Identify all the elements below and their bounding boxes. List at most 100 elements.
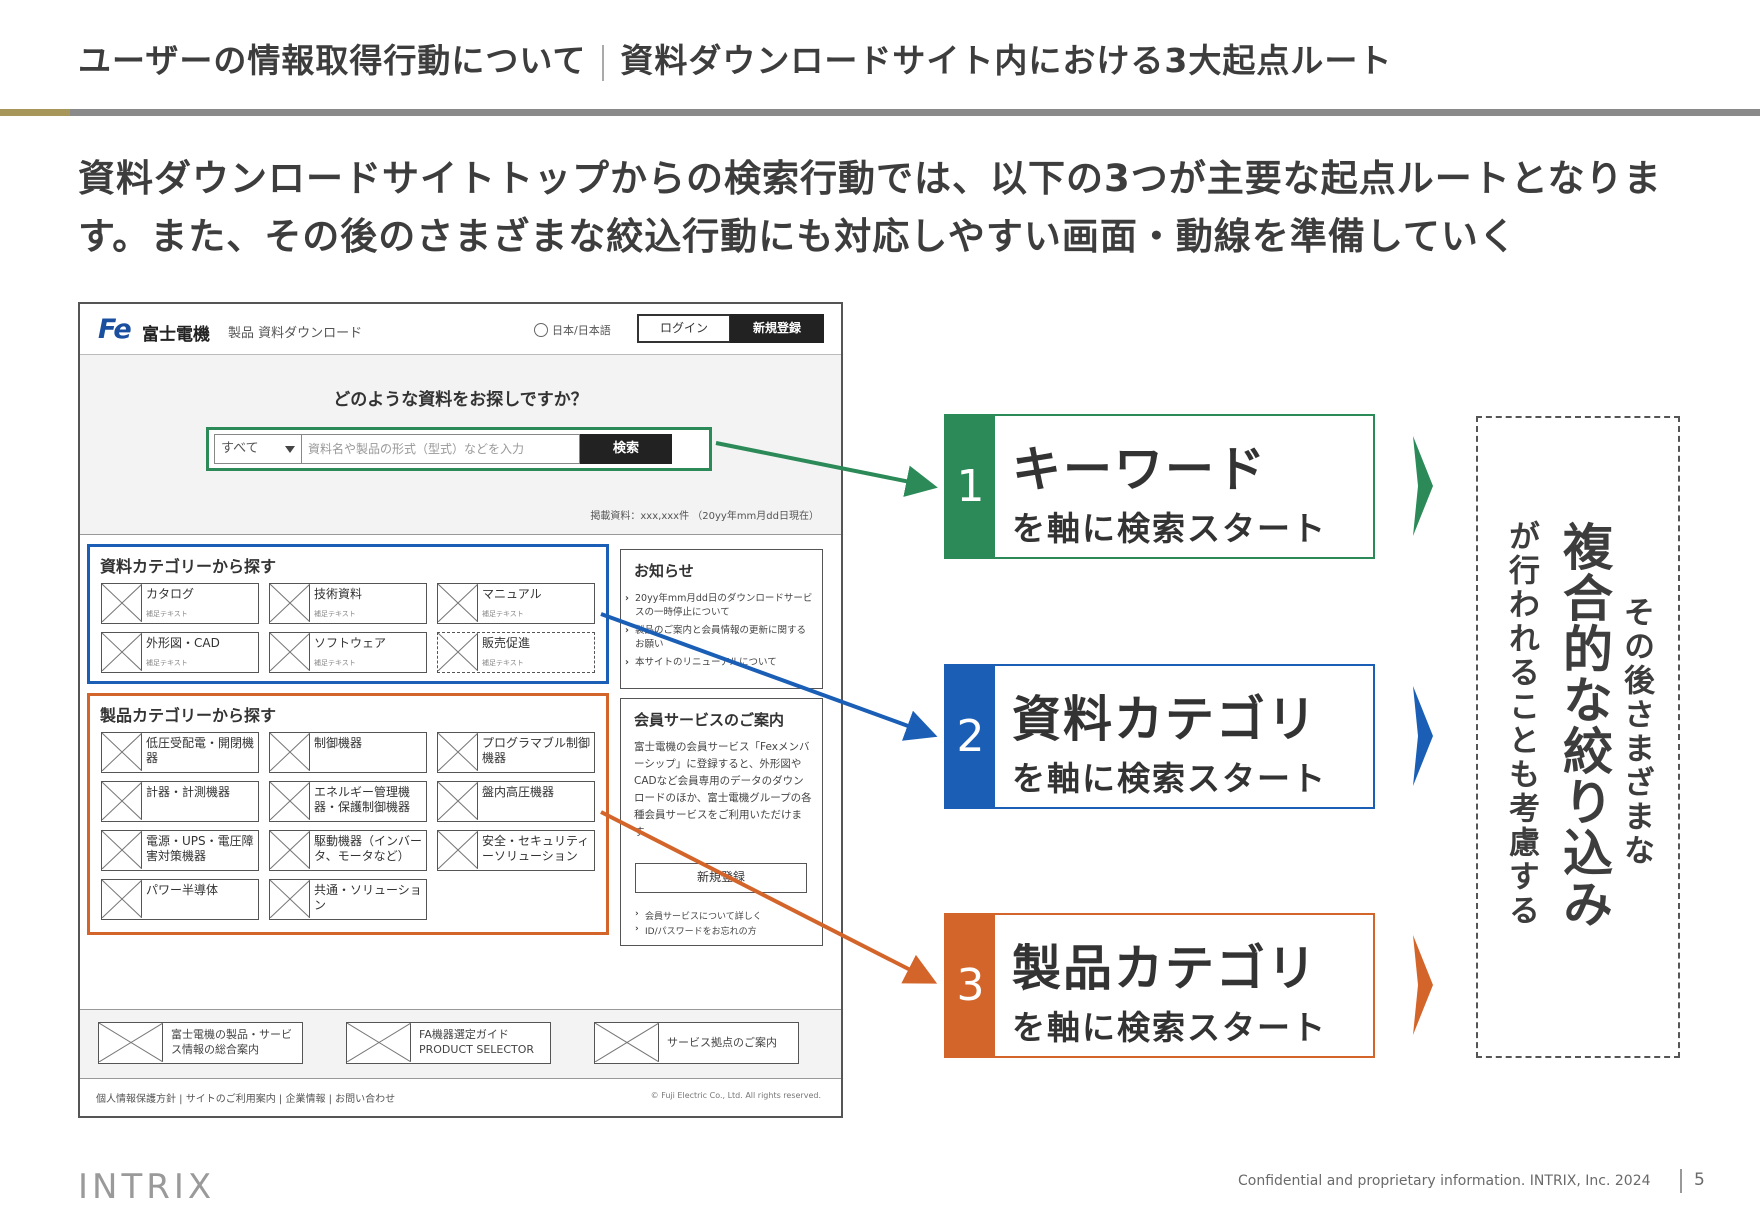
tile-label: 技術資料 [314,587,363,601]
member-info-link[interactable]: 会員サービスについて詳しく [635,909,762,922]
footer-tile[interactable]: サービス拠点のご案内 [594,1022,799,1064]
product-category-tile[interactable]: 低圧受配電・開閉機器 [101,732,259,773]
product-category-section: 製品カテゴリーから探す 低圧受配電・開閉機器制御機器プログラマブル制御機器計器・… [87,693,609,935]
tile-note: 補足テキスト [482,610,524,618]
tile-note: 補足テキスト [146,610,188,618]
language-label: 日本/日本語 [552,324,611,337]
tile-label: 計器・計測機器 [146,785,231,799]
image-placeholder-icon [99,1023,164,1063]
chevron-right-icon [1413,686,1433,786]
hero-question: どのような資料をお探しですか？ [333,390,588,410]
product-category-tile[interactable]: 制御機器 [269,732,427,773]
image-placeholder-icon [102,782,142,820]
image-placeholder-icon [438,782,478,820]
confidential-note: Confidential and proprietary information… [1238,1173,1651,1189]
image-placeholder-icon [102,831,142,869]
header-rule [0,109,1760,116]
search-input[interactable]: 資料名や製品の形式（型式）などを入力 [302,434,580,464]
news-item[interactable]: 20yy年mm月dd日のダウンロードサービスの一時停止について [625,592,815,620]
brand-name: 富士電機 [142,325,210,345]
result-box: その後さまざまな 複合的な絞り込み が行われることも考慮する [1476,416,1680,1058]
doc-category-tile[interactable]: 技術資料補足テキスト [269,583,427,624]
site-mockup: Fe 富士電機 製品 資料ダウンロード 日本/日本語 ログイン 新規登録 どのよ… [78,302,843,1118]
product-category-tile[interactable]: 計器・計測機器 [101,781,259,822]
member-title: 会員サービスのご案内 [634,711,785,729]
image-placeholder-icon [102,733,142,771]
tile-label: 安全・セキュリティーソリューション [482,834,590,863]
tile-label: プログラマブル制御機器 [482,736,591,765]
doc-category-tile[interactable]: マニュアル補足テキスト [437,583,595,624]
product-category-tile[interactable]: プログラマブル制御機器 [437,732,595,773]
doc-category-tile[interactable]: 販売促進補足テキスト [437,632,595,673]
image-placeholder-icon [438,831,478,869]
tile-note: 補足テキスト [482,659,524,667]
arrow-doc-category [600,612,938,741]
slide-title: ユーザーの情報取得行動について資料ダウンロードサイト内における3大起点ルート [78,34,1392,82]
header-rule-accent [0,109,70,116]
doc-category-title: 資料カテゴリーから探す [100,557,277,576]
product-category-tile[interactable]: パワー半導体 [101,879,259,920]
tile-note: 補足テキスト [314,659,356,667]
image-placeholder-icon [102,633,142,671]
product-category-tile[interactable]: 駆動機器（インバータ、モータなど） [269,830,427,871]
product-category-tile[interactable]: 電源・UPS・電圧障害対策機器 [101,830,259,871]
forgot-password-link[interactable]: ID/パスワードをお忘れの方 [635,924,757,937]
tile-label: 盤内高圧機器 [482,785,555,799]
globe-icon [534,323,548,337]
tile-label: カタログ [146,587,195,601]
tile-note: 補足テキスト [314,610,356,618]
image-placeholder-icon [102,880,142,918]
image-placeholder-icon [270,633,310,671]
image-placeholder-icon [270,733,310,771]
slide-title-main: ユーザーの情報取得行動について [78,41,587,80]
product-category-tile[interactable]: 盤内高圧機器 [437,781,595,822]
tile-label: 販売促進 [482,636,531,650]
image-placeholder-icon [270,831,310,869]
site-name: 製品 資料ダウンロード [228,326,363,341]
route-doc-category: 2 資料カテゴリ を軸に検索スタート [944,664,1375,809]
page-number: 5 [1694,1170,1705,1190]
product-category-tile[interactable]: 安全・セキュリティーソリューション [437,830,595,871]
member-signup-button[interactable]: 新規登録 [635,863,807,893]
result-line-2: 複合的な絞り込み [1555,521,1613,929]
footer-tile-label: 富士電機の製品・サービス情報の総合案内 [171,1028,292,1056]
route-subtitle: を軸に検索スタート [1012,509,1327,548]
language-selector[interactable]: 日本/日本語 [534,322,611,338]
result-line-1: その後さまざまな [1618,596,1654,868]
search-button[interactable]: 検索 [580,434,672,464]
product-category-tile[interactable]: エネルギー管理機器・保護制御機器 [269,781,427,822]
route-title: キーワード [1012,441,1268,498]
search-scope-select[interactable]: すべて [214,434,302,464]
footer-tile[interactable]: FA機器選定ガイド PRODUCT SELECTOR [346,1022,551,1064]
news-item[interactable]: 本サイトのリニューアルについて [625,656,815,670]
news-item[interactable]: 製品のご案内と会員情報の更新に関するお願い [625,624,815,652]
image-placeholder-icon [438,633,478,671]
title-separator [602,44,605,81]
product-category-tile[interactable]: 共通・ソリューション [269,879,427,920]
doc-category-tile[interactable]: カタログ補足テキスト [101,583,259,624]
image-placeholder-icon [438,584,478,622]
image-placeholder-icon [438,733,478,771]
doc-count: 掲載資料：xxx,xxx件 （20yy年mm月dd日現在） [590,511,819,522]
image-placeholder-icon [102,584,142,622]
doc-category-tile[interactable]: ソフトウェア補足テキスト [269,632,427,673]
footer-tile-label: FA機器選定ガイド PRODUCT SELECTOR [419,1028,535,1056]
signup-button[interactable]: 新規登録 [730,314,824,343]
chevron-right-icon [1413,935,1433,1035]
footer-tile[interactable]: 富士電機の製品・サービス情報の総合案内 [98,1022,303,1064]
arrow-keyword [715,441,938,497]
image-placeholder-icon [270,880,310,918]
mock-footer-links[interactable]: 個人情報保護方針 | サイトのご利用案内 | 企業情報 | お問い合わせ [96,1094,396,1105]
route-subtitle: を軸に検索スタート [1012,759,1327,798]
member-description: 富士電機の会員サービス「Fexメンバーシップ」に登録すると、外形図やCADなど会… [634,741,812,838]
tile-label: 駆動機器（インバータ、モータなど） [314,834,423,863]
news-panel: お知らせ 20yy年mm月dd日のダウンロードサービスの一時停止について 製品の… [620,549,823,689]
route-subtitle: を軸に検索スタート [1012,1008,1327,1047]
fe-logo[interactable]: Fe [98,314,132,345]
lead-text: 資料ダウンロードサイトトップからの検索行動では、以下の3つが主要な起点ルートとな… [78,157,1662,258]
tile-label: マニュアル [482,587,542,601]
image-placeholder-icon [270,782,310,820]
arrow-product-category [600,810,938,984]
